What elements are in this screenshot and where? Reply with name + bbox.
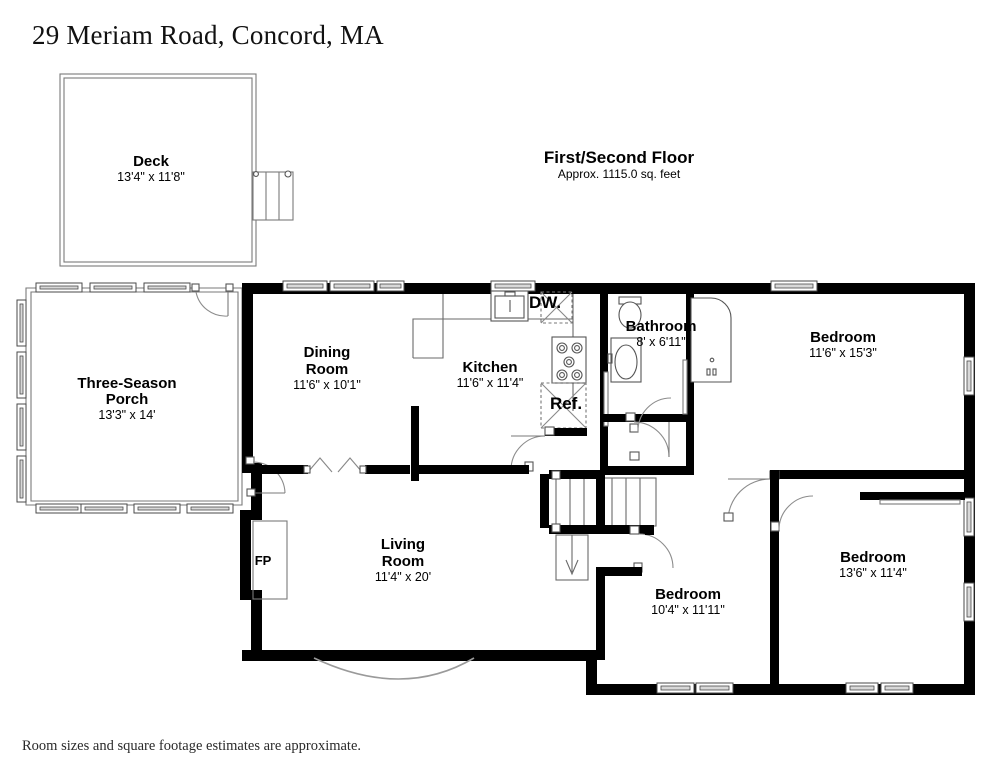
floor-title: First/Second Floor (544, 148, 695, 167)
dishwasher-icon (540, 291, 573, 324)
kitchen-region: Kitchen 11'6" x 11'4" DW. (412, 290, 587, 474)
exterior-bottom-windows (656, 682, 914, 694)
three-season-porch-region: Three-Season Porch 13'3" x 14' (16, 282, 243, 514)
dining-room-region: Dining Room 11'6" x 10'1" (245, 344, 507, 497)
dining-living-opening (303, 457, 367, 474)
dishwasher-label: DW. (529, 293, 561, 312)
room-label-deck: Deck (133, 153, 170, 170)
bay-window-arc (313, 657, 475, 680)
floor-area-note: Approx. 1115.0 sq. feet (558, 167, 681, 181)
toilet-icon (618, 296, 642, 329)
living-room-region: Living Room 11'4" x 20' FP (252, 474, 549, 680)
hallway-region (549, 359, 694, 660)
bathroom-sink-icon (607, 337, 642, 383)
house-exterior-walls (240, 283, 975, 695)
stove-icon (551, 336, 587, 384)
room-label-bedroom-bm: Bedroom (655, 586, 721, 603)
room-dim-bedroom-tr: 11'6" x 15'3" (809, 346, 877, 360)
bedroom-top-right-region: Bedroom 11'6" x 15'3" (723, 329, 965, 522)
room-dim-deck: 13'4" x 11'8" (117, 170, 185, 184)
kitchen-hall-door (507, 426, 587, 474)
bathtub-icon (690, 297, 732, 383)
porch-top-door (191, 283, 234, 317)
room-dim-bedroom-bm: 10'4" x 11'11" (651, 603, 725, 617)
hall-door-lower (596, 525, 674, 576)
room-dim-porch: 13'3" x 14' (98, 408, 155, 422)
porch-top-windows (35, 282, 191, 293)
bedroom-bottom-right-region: Bedroom 13'6" x 11'4" (770, 470, 965, 695)
porch-bottom-windows (35, 503, 234, 514)
room-label-living-line2: Room (382, 553, 425, 570)
bedroom-bottom-middle-region: Bedroom 10'4" x 11'11" (651, 586, 725, 617)
room-label-bathroom: Bathroom (626, 318, 697, 335)
hall-door-upper (600, 412, 670, 461)
room-label-kitchen: Kitchen (462, 359, 517, 376)
room-label-dining-line1: Dining (304, 344, 351, 361)
bedroom-br-door (770, 495, 814, 532)
kitchen-sink-icon (490, 290, 529, 322)
room-dim-dining: 11'6" x 10'1" (293, 378, 361, 392)
room-label-bedroom-br: Bedroom (840, 549, 906, 566)
room-dim-kitchen: 11'6" x 11'4" (457, 376, 524, 390)
room-label-living-line1: Living (381, 536, 425, 553)
room-dim-bedroom-br: 13'6" x 11'4" (839, 566, 907, 580)
refrigerator-label: Ref. (550, 394, 582, 413)
deck-region: Deck 13'4" x 11'8" (59, 73, 294, 267)
room-label-bedroom-tr: Bedroom (810, 329, 876, 346)
disclaimer-text: Room sizes and square footage estimates … (22, 738, 362, 754)
exterior-top-windows (282, 280, 818, 292)
room-dim-living: 11'4" x 20' (375, 570, 431, 584)
bathroom-region: Bathroom 8' x 6'11" (600, 294, 732, 422)
exterior-right-windows (963, 356, 975, 622)
room-label-porch-line1: Three-Season (77, 375, 176, 392)
porch-left-windows (16, 299, 27, 503)
room-label-porch-line2: Porch (106, 391, 149, 408)
room-label-dining-line2: Room (306, 361, 349, 378)
page-title: 29 Meriam Road, Concord, MA (32, 20, 384, 50)
fireplace-label: FP (255, 553, 272, 568)
fireplace: FP (252, 520, 288, 600)
hall-door-middle (629, 397, 672, 433)
room-dim-bathroom: 8' x 6'11" (636, 335, 685, 349)
